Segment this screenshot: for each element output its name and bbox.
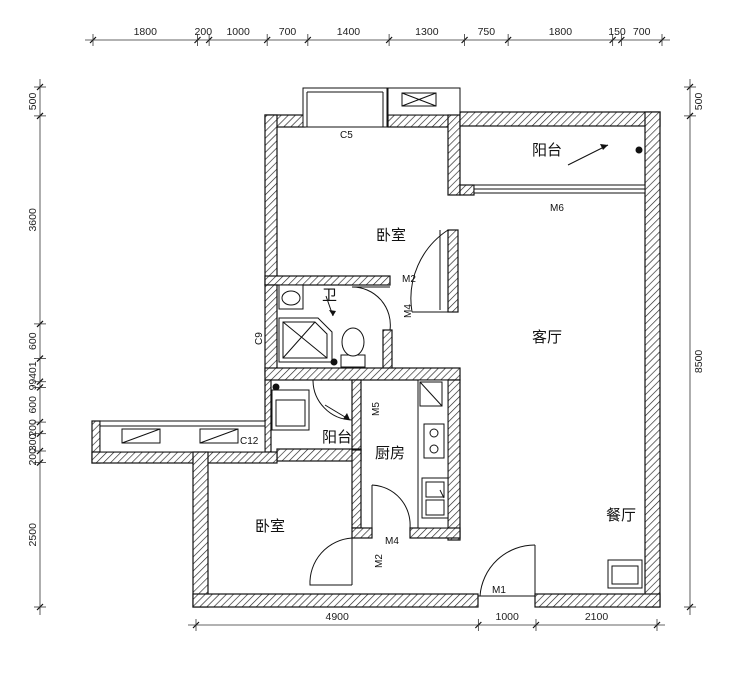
- dimension-label: 150: [608, 26, 626, 38]
- dimension-label: 500: [693, 93, 705, 111]
- dimension-label: 1800: [549, 26, 573, 38]
- walls: [91, 87, 661, 608]
- dimension-label: 1300: [415, 26, 439, 38]
- dimension-label: 300: [27, 433, 39, 451]
- dimension-label: 700: [279, 26, 297, 38]
- wall-segment: [276, 448, 362, 462]
- fixtures: [271, 144, 643, 589]
- dimension-label: 700: [633, 26, 651, 38]
- wall-segment: [91, 451, 278, 464]
- dimension-label: 200: [195, 26, 213, 38]
- door-swing-m5: [312, 379, 353, 421]
- dimension-top: 1800 200 1000 700 1400 1300 750 1800 150 700: [85, 26, 670, 46]
- wall-segment: [264, 114, 278, 286]
- tag-m4-top: M4: [403, 304, 414, 318]
- door-swing-m2-bottom: [309, 537, 353, 586]
- dimension-label: 1400: [337, 26, 361, 38]
- balcony-drain: [635, 146, 643, 154]
- tag-c9: C9: [254, 332, 265, 345]
- wall-segment: [409, 527, 461, 539]
- wall-segment: [264, 379, 272, 463]
- door-swing-m1: [479, 544, 536, 597]
- room-label-dining-room: 餐厅: [606, 506, 636, 524]
- dimension-label: 1800: [134, 26, 158, 38]
- doors: [309, 229, 536, 597]
- tag-m1: M1: [492, 585, 506, 596]
- dimension-label: 99: [27, 379, 39, 391]
- room-label-bedroom-bottom: 卧室: [255, 517, 285, 535]
- wall-segment: [351, 379, 362, 451]
- room-label-kitchen: 厨房: [375, 444, 405, 462]
- floor-drain: [330, 358, 338, 366]
- door-swing-m2-top: [410, 229, 449, 313]
- dimension-label: 8500: [693, 350, 705, 374]
- dimension-label: 500: [27, 93, 39, 111]
- dimension-label: 200: [27, 448, 39, 466]
- room-label-balcony-top: 阳台: [532, 141, 562, 159]
- wall-segment: [459, 184, 475, 196]
- room-label-balcony-small: 阳台: [322, 428, 352, 446]
- wall-segment: [192, 451, 209, 608]
- dimension-label: 401: [27, 361, 39, 379]
- stove: [423, 423, 445, 459]
- wall-segment: [351, 527, 373, 539]
- room-labels: 卧室 阳台 卫 客厅 阳台 厨房 餐厅 卧室: [255, 141, 636, 535]
- wall-segment: [351, 449, 362, 529]
- dimension-label: 600: [27, 396, 39, 414]
- wall-segment: [644, 111, 661, 608]
- room-label-living-room: 客厅: [532, 328, 562, 346]
- wall-segment: [534, 593, 661, 608]
- tag-m5: M5: [371, 402, 382, 416]
- dimension-label: 4900: [326, 611, 350, 623]
- wall-segment: [382, 329, 393, 371]
- door-swing-m4-top: [351, 286, 391, 331]
- dimension-label: 2100: [585, 611, 609, 623]
- dimension-label: 750: [478, 26, 496, 38]
- tag-m6: M6: [550, 203, 564, 214]
- wall-segment: [192, 593, 479, 608]
- bay-window: [302, 87, 388, 128]
- room-label-bedroom-top: 卧室: [376, 226, 406, 244]
- dimension-label: 3600: [27, 208, 39, 232]
- door-swing-m4-bottom: [371, 484, 411, 529]
- wall-segment: [447, 114, 461, 196]
- dimension-right: 500 8500: [684, 79, 705, 615]
- room-label-bathroom: 卫: [322, 286, 337, 304]
- opening-tags: C5 M6 M2 M4 C9 M5 C12 M4 M2 M1: [240, 130, 564, 596]
- wall-segment: [447, 379, 461, 541]
- wall-segment: [264, 284, 278, 376]
- wall-segment: [459, 111, 661, 127]
- dimension-label: 200: [27, 419, 39, 437]
- tag-c5: C5: [340, 130, 353, 141]
- wall-segment: [447, 229, 459, 313]
- dimension-bottom: 4900 1000 2100: [188, 611, 665, 631]
- dimension-label: 1000: [495, 611, 519, 623]
- dimension-label: 600: [27, 332, 39, 350]
- dimension-label: 2500: [27, 523, 39, 547]
- toilet: [340, 354, 366, 368]
- dimension-label: 1000: [226, 26, 250, 38]
- tag-c12: C12: [240, 436, 259, 447]
- tag-m2-bottom: M2: [374, 554, 385, 568]
- tag-m4-bottom: M4: [385, 536, 399, 547]
- tag-m2-top: M2: [402, 274, 416, 285]
- wall-segment: [264, 367, 461, 381]
- wall-segment: [264, 275, 391, 286]
